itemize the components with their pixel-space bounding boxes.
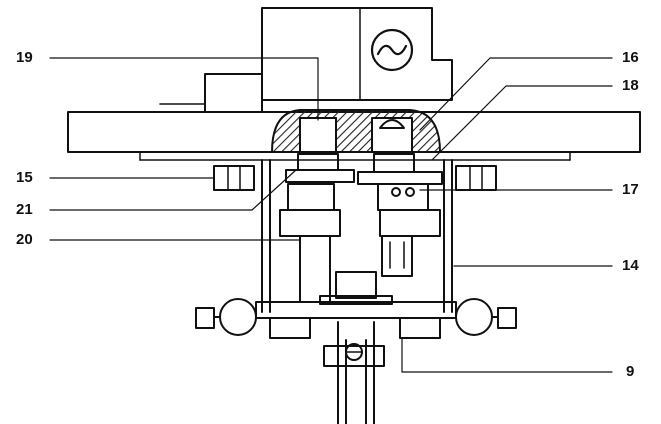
callout-17: 17 (622, 181, 639, 198)
housing-shoulder (204, 73, 263, 113)
hatched-hub (271, 109, 441, 153)
main-flange (67, 111, 641, 153)
right-nut (455, 165, 497, 191)
callout-16: 16 (622, 49, 639, 66)
callout-14: 14 (622, 257, 639, 274)
coupling-symbol (370, 28, 414, 72)
callout-20: 20 (16, 231, 33, 248)
upper-housing (261, 7, 453, 101)
left-nut (213, 165, 255, 191)
left-washer (285, 169, 355, 183)
lower-stem (323, 321, 385, 424)
right-washer (357, 171, 443, 185)
right-side-plate (443, 159, 453, 313)
leader-lines (49, 57, 613, 373)
callout-15: 15 (16, 169, 33, 186)
cross-beam (255, 301, 457, 339)
callout-9: 9 (626, 363, 635, 380)
callout-19: 19 (16, 49, 33, 66)
right-roller (455, 298, 517, 336)
callout-18: 18 (622, 77, 639, 94)
callout-21: 21 (16, 201, 33, 218)
left-roller (195, 298, 257, 336)
left-side-plate (261, 159, 271, 313)
